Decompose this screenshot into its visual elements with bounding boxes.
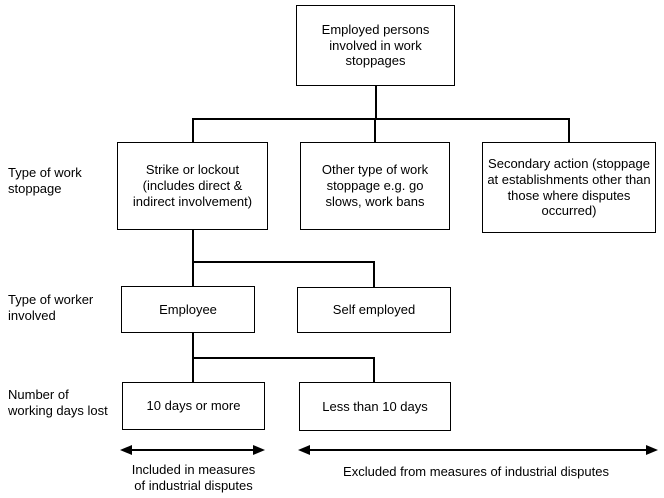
arrow-included-shaft xyxy=(131,449,254,451)
row-label-type-of-work-stoppage: Type of work stoppage xyxy=(8,165,82,197)
row-label-number-of-working-days-lost: Number of working days lost xyxy=(8,387,108,419)
connector-drop-self-employed xyxy=(373,263,375,287)
node-less-than-10-days: Less than 10 days xyxy=(299,382,451,431)
legend-included-label: Included in measures of industrial dispu… xyxy=(131,462,256,494)
connector-strike-to-employee xyxy=(192,230,194,286)
node-secondary-action: Secondary action (stoppage at establishm… xyxy=(482,142,656,233)
node-other-work-stoppage: Other type of work stoppage e.g. go slow… xyxy=(300,142,450,230)
connector-root-stem xyxy=(375,86,377,118)
node-employee: Employee xyxy=(121,286,255,333)
connector-level2-bar xyxy=(192,261,375,263)
connector-level3-bar xyxy=(192,357,375,359)
connector-drop-other xyxy=(374,120,376,142)
connector-drop-strike xyxy=(192,120,194,142)
node-strike-or-lockout: Strike or lockout (includes direct & ind… xyxy=(117,142,268,230)
row-label-type-of-worker-involved: Type of worker involved xyxy=(8,292,94,324)
arrowhead-right-icon xyxy=(253,445,265,455)
arrowhead-right-icon xyxy=(646,445,658,455)
arrow-excluded-shaft xyxy=(309,449,647,451)
node-self-employed: Self employed xyxy=(297,287,451,333)
connector-drop-secondary xyxy=(568,120,570,142)
connector-level1-bar xyxy=(192,118,570,120)
legend-excluded-label: Excluded from measures of industrial dis… xyxy=(343,464,609,479)
arrowhead-left-icon xyxy=(298,445,310,455)
node-employed-persons: Employed persons involved in work stoppa… xyxy=(296,5,455,86)
arrowhead-left-icon xyxy=(120,445,132,455)
node-10-days-or-more: 10 days or more xyxy=(122,382,265,430)
connector-drop-less-than-10 xyxy=(373,359,375,382)
